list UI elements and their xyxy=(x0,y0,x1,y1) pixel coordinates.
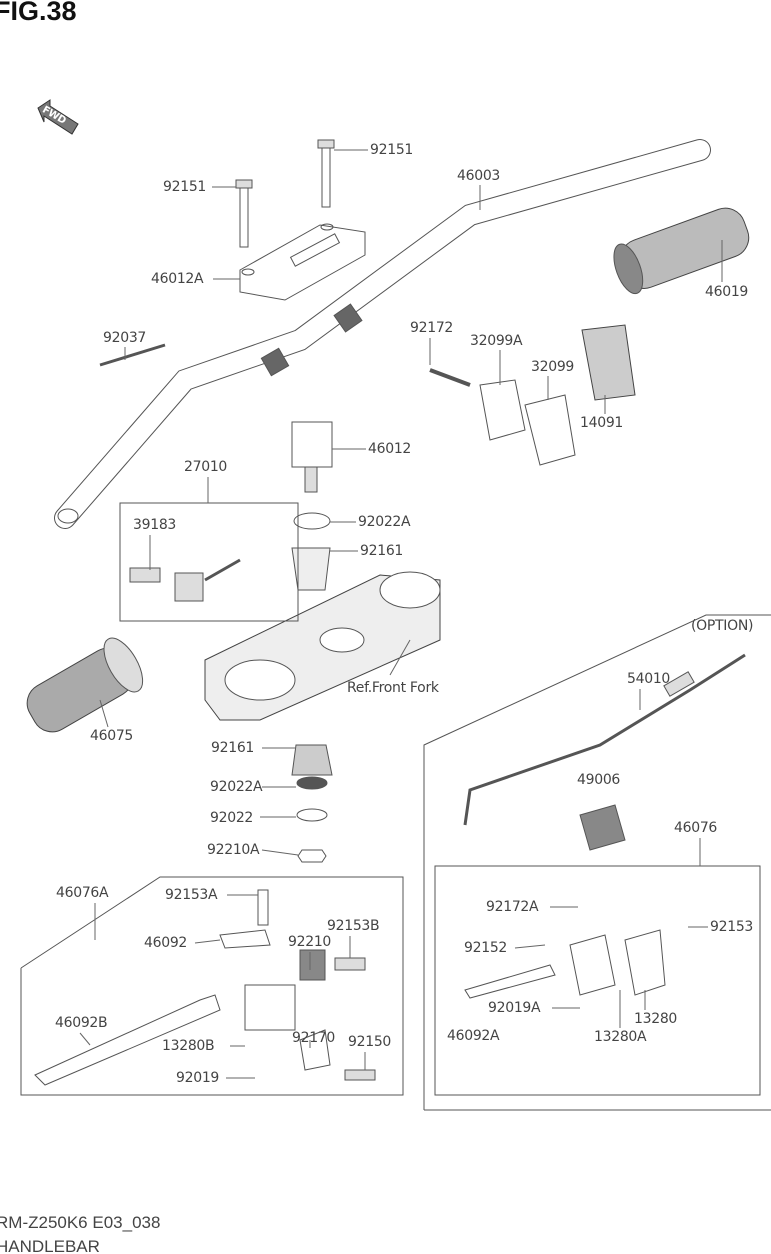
part-label[interactable]: 92151 xyxy=(163,179,207,195)
part-label[interactable]: 46019 xyxy=(705,284,749,300)
handlebar-46003 xyxy=(54,139,711,529)
washer-92022a xyxy=(293,512,331,530)
part-label[interactable]: 46075 xyxy=(90,728,134,744)
fwd-arrow-icon xyxy=(37,99,79,135)
part-label[interactable]: 92153B xyxy=(327,918,380,934)
model-code: RM-Z250K6 E03_038 xyxy=(0,1213,161,1232)
bolt-92153b xyxy=(334,957,366,971)
washer-92022a-lower xyxy=(296,776,328,790)
switch-49006 xyxy=(579,804,626,851)
bolt-92153a xyxy=(257,889,269,926)
part-label[interactable]: 46012 xyxy=(368,441,412,457)
throttle-cover-14091 xyxy=(581,324,636,401)
grip-46075 xyxy=(26,637,144,733)
option-region-outline xyxy=(423,614,771,1110)
part-label[interactable]: 46076 xyxy=(674,820,718,836)
part-label[interactable]: 92022 xyxy=(210,810,254,826)
part-label[interactable]: 92170 xyxy=(292,1030,336,1046)
part-label[interactable]: 13280A xyxy=(594,1029,647,1045)
part-label[interactable]: 46092A xyxy=(447,1028,500,1044)
throttle-housing-32099 xyxy=(524,394,576,466)
throttle-housing-32099a xyxy=(479,379,526,441)
part-label[interactable]: 92150 xyxy=(348,1034,392,1050)
holder-13280a xyxy=(569,934,616,996)
part-label[interactable]: 54010 xyxy=(627,671,671,687)
part-label[interactable]: 27010 xyxy=(184,459,228,475)
holder-92170 xyxy=(299,1029,331,1071)
section-title: HANDLEBAR xyxy=(0,1237,100,1254)
option-label: (OPTION) xyxy=(691,618,754,634)
part-label[interactable]: 46092B xyxy=(55,1015,108,1031)
part-label[interactable]: 92022A xyxy=(358,514,411,530)
part-label[interactable]: 92037 xyxy=(103,330,147,346)
part-label[interactable]: 92019A xyxy=(488,1000,541,1016)
lever-box-46076a xyxy=(20,876,404,1096)
part-label[interactable]: 13280B xyxy=(162,1038,215,1054)
part-label[interactable]: 32099 xyxy=(531,359,575,375)
holder-13280b xyxy=(244,984,296,1031)
part-label[interactable]: 46092 xyxy=(144,935,188,951)
clutch-cable-54010 xyxy=(463,653,746,826)
part-label[interactable]: 92022A xyxy=(210,779,263,795)
bolt-92151 xyxy=(235,139,335,248)
part-label[interactable]: 92210A xyxy=(207,842,260,858)
holder-13280 xyxy=(624,929,666,996)
washer-92022 xyxy=(296,808,328,822)
part-label[interactable]: 92152 xyxy=(464,940,508,956)
part-label[interactable]: 92210 xyxy=(288,934,332,950)
switch-assy-box-27010 xyxy=(119,502,299,622)
part-label[interactable]: 46012A xyxy=(151,271,204,287)
part-label[interactable]: 92153A xyxy=(165,887,218,903)
cushion-92161-lower xyxy=(291,744,333,776)
lever-46092 xyxy=(219,929,271,949)
lever-46092a xyxy=(464,964,556,999)
part-label[interactable]: 49006 xyxy=(577,772,621,788)
part-label[interactable]: 92151 xyxy=(370,142,414,158)
part-label[interactable]: 92172A xyxy=(486,899,539,915)
part-label[interactable]: 92153 xyxy=(710,919,754,935)
handlebar-holder-46012 xyxy=(291,421,333,493)
leader-lines xyxy=(79,149,723,1079)
nut-92210a xyxy=(297,849,327,863)
lever-46092b xyxy=(34,994,221,1086)
part-label[interactable]: 46076A xyxy=(56,885,109,901)
clamp-92037 xyxy=(99,343,166,367)
handlebar-clamp-46012a xyxy=(239,223,366,301)
part-label[interactable]: 32099A xyxy=(470,333,523,349)
grip-46019 xyxy=(613,207,750,295)
bolt-92150 xyxy=(344,1069,376,1081)
part-label[interactable]: 92172 xyxy=(410,320,454,336)
cushion-92161 xyxy=(291,547,331,591)
part-label[interactable]: 13280 xyxy=(634,1011,678,1027)
ref-front-fork-label: Ref.Front Fork xyxy=(347,680,439,696)
option-lever-box-46076 xyxy=(434,865,761,1096)
part-label[interactable]: 92161 xyxy=(211,740,255,756)
part-label[interactable]: 92019 xyxy=(176,1070,220,1086)
part-label[interactable]: 39183 xyxy=(133,517,177,533)
part-label[interactable]: 92161 xyxy=(360,543,404,559)
figure-title: FIG.38 xyxy=(0,0,77,26)
adjuster-92210 xyxy=(299,949,326,981)
part-label[interactable]: 46003 xyxy=(457,168,501,184)
part-label[interactable]: 14091 xyxy=(580,415,624,431)
